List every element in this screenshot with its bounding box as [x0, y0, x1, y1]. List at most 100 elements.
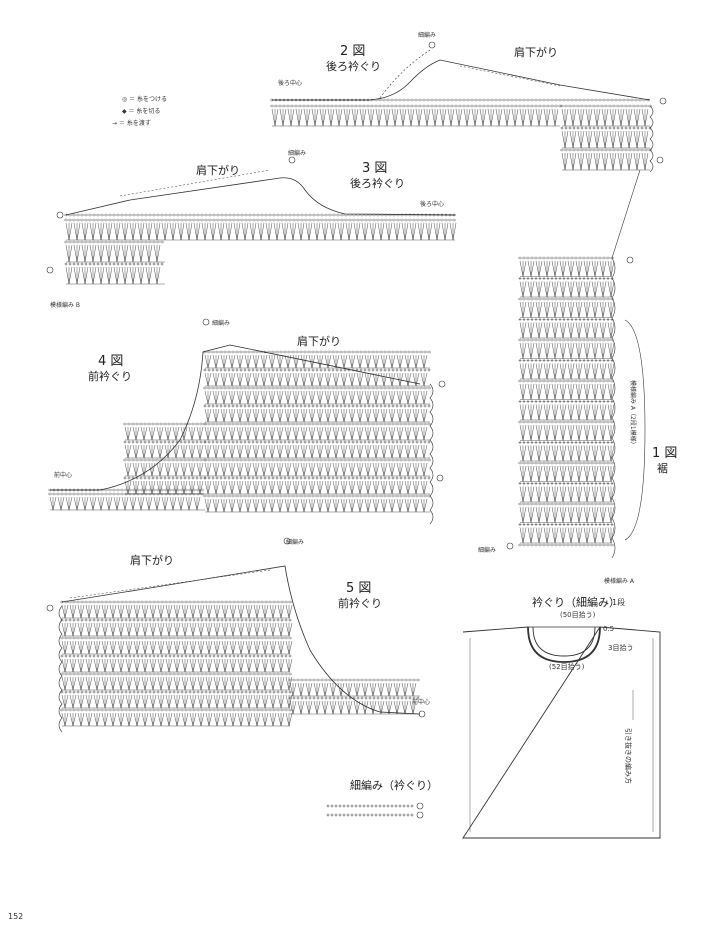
fig4-mid-block-fans-0	[124, 426, 205, 441]
fig1-body-row-9	[518, 441, 614, 444]
fig5-right-block-row-0	[288, 678, 420, 682]
fig1-body-row-6	[518, 379, 614, 383]
fig3-shoulder-label: 肩下がり	[196, 164, 240, 177]
fig3-number: 3 図	[362, 161, 388, 176]
schematic-side-measure: 0.5	[603, 625, 615, 633]
fig3-pattern-b: 模様編み B	[50, 302, 81, 309]
page-number: 152	[8, 912, 24, 921]
fig2-shoulder-block-fans-0	[561, 108, 650, 127]
fig2-center-back: 後ろ中心	[278, 80, 303, 87]
fig5-marker-right	[418, 710, 426, 718]
fig1-side-note: 模様編み A（2段1模様）	[629, 380, 636, 448]
fig4-shoulder-dots	[229, 344, 421, 385]
fig4-side-arcs	[429, 383, 434, 525]
fig5-single-crochet-note: 細編み	[286, 539, 305, 546]
fig3-lower-block-row-0	[64, 240, 164, 244]
fig5-body-fans-2	[61, 640, 293, 655]
fig3-name: 後ろ衿ぐり	[350, 177, 405, 190]
fig5-name: 前衿ぐり	[338, 597, 382, 610]
fig2-number: 2 図	[340, 44, 366, 59]
fig1-body-fans-10	[519, 465, 615, 482]
fig1-body-fans-13	[519, 527, 615, 544]
fig2-single-crochet-note: 細編み	[418, 32, 437, 39]
fig4-body-row-7	[203, 476, 431, 480]
fig4-body-row-5	[203, 440, 431, 444]
fig4-body-row-8	[203, 494, 431, 498]
fig2-shoulder-block-row-0	[560, 104, 652, 108]
fig4-body-row-1	[203, 368, 431, 372]
neck-edge-marker-1	[416, 802, 424, 810]
fig2-shoulder-label: 肩下がり	[514, 46, 558, 59]
fig1-body-fans-1	[519, 281, 615, 298]
fig1-pattern-a: 模様編み A	[604, 578, 635, 585]
fig3-lower-block-row-1	[64, 262, 164, 266]
fig5-body-fans-3	[61, 658, 293, 673]
fig4-body-fans-4	[204, 426, 430, 441]
fig4-neck-curve	[50, 344, 421, 491]
fig5-right-block-fans-0	[289, 682, 420, 697]
fig5-marker-top	[283, 537, 291, 545]
schematic-outline	[462, 626, 661, 839]
schematic-top-measure: (50目拾う)	[560, 611, 596, 619]
neck-edge-row-2	[326, 813, 414, 817]
fig5-side-arcs	[58, 605, 63, 733]
fig1-body-row-2	[518, 297, 614, 301]
fig4-mid-block-row-2	[123, 458, 207, 462]
fig2-shoulder-block-row-1	[560, 126, 652, 130]
legend-carry-yarn: → ＝ 糸を渡す	[112, 120, 151, 127]
fig1-body-fans-3	[519, 322, 615, 339]
fig1-bottom-row	[518, 543, 614, 547]
fig3-body-row-0	[64, 218, 456, 222]
fig1-body-row-12	[518, 502, 614, 506]
fig5-body-row-6	[60, 708, 292, 712]
fig2-neck-curve	[272, 59, 651, 101]
fig2-body-fans-0	[271, 108, 560, 127]
fig4-body-fans-6	[204, 462, 430, 477]
neck-edge-row-1	[326, 804, 414, 808]
fig5-body-row-0	[60, 600, 292, 604]
fig1-body-fans-9	[519, 445, 615, 462]
fig1-body-fans-7	[519, 404, 615, 421]
fig4-marker-right	[438, 380, 446, 388]
schematic-front-measure: (52目拾う)	[549, 663, 585, 671]
fig5-body-row-1	[60, 618, 292, 622]
fig4-body-fans-2	[204, 390, 430, 405]
fig4-body-fans-0	[204, 354, 430, 369]
fig1-marker-top	[626, 256, 634, 264]
schematic-right-note: 3目拾う	[608, 644, 634, 652]
fig4-bottom-block-row-0	[48, 492, 204, 496]
fig1-body-fans-2	[519, 301, 615, 318]
fig4-marker-lower	[436, 474, 444, 482]
fig1-connector	[611, 169, 641, 259]
fig5-body-fans-4	[61, 676, 293, 691]
fig1-body-fans-5	[519, 363, 615, 380]
fig5-body-fans-6	[61, 712, 293, 727]
fig2-shoulder-block-row-2	[560, 148, 652, 152]
neck-edge-title: 細編み（衿ぐり）	[350, 779, 438, 792]
fig4-number: 4 図	[98, 354, 124, 369]
fig5-shoulder-label: 肩下がり	[130, 554, 174, 567]
fig4-mid-block-row-1	[123, 440, 207, 444]
fig4-body-fans-7	[204, 480, 430, 495]
fig4-single-crochet-note: 細編み	[212, 320, 231, 327]
fig1-name: 裾	[657, 462, 668, 475]
fig5-body-fans-0	[61, 604, 293, 619]
fig3-single-crochet-note: 細編み	[288, 150, 307, 157]
fig5-shoulder-dots	[69, 569, 271, 599]
fig4-mid-block-fans-1	[124, 444, 205, 459]
fig4-shoulder-label: 肩下がり	[297, 335, 341, 348]
fig2-name: 後ろ衿ぐり	[326, 60, 381, 73]
fig5-right-block-fans-1	[289, 700, 420, 715]
fig2-marker-top	[428, 41, 436, 49]
fig4-mid-block-fans-3	[124, 480, 205, 495]
fig4-body-row-0	[203, 350, 431, 354]
fig1-body-row-5	[518, 359, 614, 362]
fig4-body-fans-8	[204, 498, 430, 513]
fig1-body-row-10	[518, 461, 614, 465]
fig5-center-front: 前中心	[412, 699, 431, 706]
fig4-name: 前衿ぐり	[88, 370, 132, 383]
fig1-number: 1 図	[652, 446, 678, 461]
fig4-body-fans-5	[204, 444, 430, 459]
fig2-side-arcs	[649, 105, 654, 173]
